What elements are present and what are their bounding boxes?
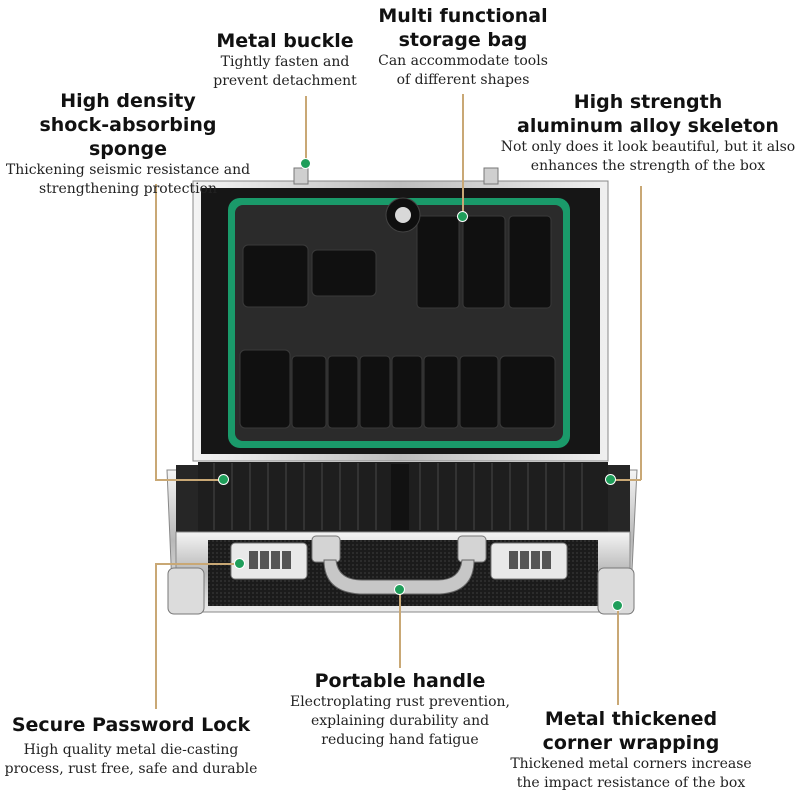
marker-dot-lock (234, 558, 245, 569)
password-lock-right (490, 542, 568, 580)
callout-handle: Portable handle Electroplating rust prev… (276, 669, 524, 750)
callout-corner: Metal thickened corner wrapping Thickene… (500, 707, 762, 793)
marker-dot-handle (394, 584, 405, 595)
leader-line-lock-h (155, 563, 239, 565)
callout-title: High strength (573, 91, 723, 113)
marker-dot-skeleton (605, 474, 616, 485)
callout-sponge: High density shock-absorbing sponge Thic… (0, 89, 256, 199)
callout-desc-line: Can accommodate tools (378, 53, 548, 69)
callout-desc-line: enhances the strength of the box (530, 158, 766, 174)
leader-line-sponge-h (155, 479, 221, 481)
callout-skeleton: High strength aluminum alloy skeleton No… (496, 90, 800, 176)
callout-desc-line: Not only does it look beautiful, but it … (500, 139, 796, 155)
marker-dot-bag (457, 211, 468, 222)
callout-title: Portable handle (314, 670, 486, 692)
leader-line-lock-v (155, 563, 157, 709)
callout-title: corner wrapping (542, 732, 720, 754)
callout-desc-line: the impact resistance of the box (516, 775, 746, 791)
leader-line-bag (462, 94, 464, 214)
callout-desc-line: explaining durability and (310, 713, 490, 729)
callout-title: High density (60, 90, 196, 112)
callout-password-lock: Secure Password Lock High quality metal … (0, 713, 262, 779)
marker-dot-buckle (300, 158, 311, 169)
password-lock-left (230, 542, 308, 580)
callout-title: storage bag (398, 29, 528, 51)
callout-metal-buckle: Metal buckle Tightly fasten and prevent … (190, 29, 380, 91)
tray-divider (391, 464, 409, 530)
leader-line-handle (399, 594, 401, 668)
callout-desc-line: Thickening seismic resistance and (5, 162, 251, 178)
callout-desc-line: of different shapes (396, 72, 530, 88)
leader-line-skeleton-h (614, 479, 641, 481)
callout-title: aluminum alloy skeleton (517, 115, 779, 137)
leader-line-sponge-v (155, 184, 157, 480)
marker-dot-corner (612, 600, 623, 611)
callout-title: Metal buckle (216, 30, 354, 52)
leader-line-corner (617, 609, 619, 705)
callout-title: Metal thickened (544, 708, 718, 730)
callout-desc-line: High quality metal die-casting (23, 742, 239, 758)
callout-desc-line: Thickened metal corners increase (510, 756, 752, 772)
marker-dot-sponge (218, 474, 229, 485)
callout-storage-bag: Multi functional storage bag Can accommo… (350, 4, 576, 90)
portable-handle (311, 535, 487, 595)
callout-desc-line: process, rust free, safe and durable (4, 761, 258, 777)
shock-absorbing-sponge-slots (213, 463, 583, 530)
lid-snap-clip (385, 197, 421, 233)
callout-title: Secure Password Lock (11, 714, 251, 736)
callout-desc-line: strengthening protection (38, 181, 217, 197)
metal-buckle-latches (293, 167, 499, 185)
callout-title: shock-absorbing sponge (39, 114, 217, 160)
storage-bag-pockets (239, 215, 556, 429)
callout-desc-line: reducing hand fatigue (321, 732, 479, 748)
leader-line-buckle (305, 96, 307, 162)
metal-corner-guards (167, 567, 635, 615)
callout-desc-line: Tightly fasten and (220, 54, 350, 70)
callout-title: Multi functional (378, 5, 548, 27)
callout-desc-line: Electroplating rust prevention, (289, 694, 510, 710)
callout-desc-line: prevent detachment (213, 73, 357, 89)
leader-line-skeleton-v (640, 186, 642, 480)
